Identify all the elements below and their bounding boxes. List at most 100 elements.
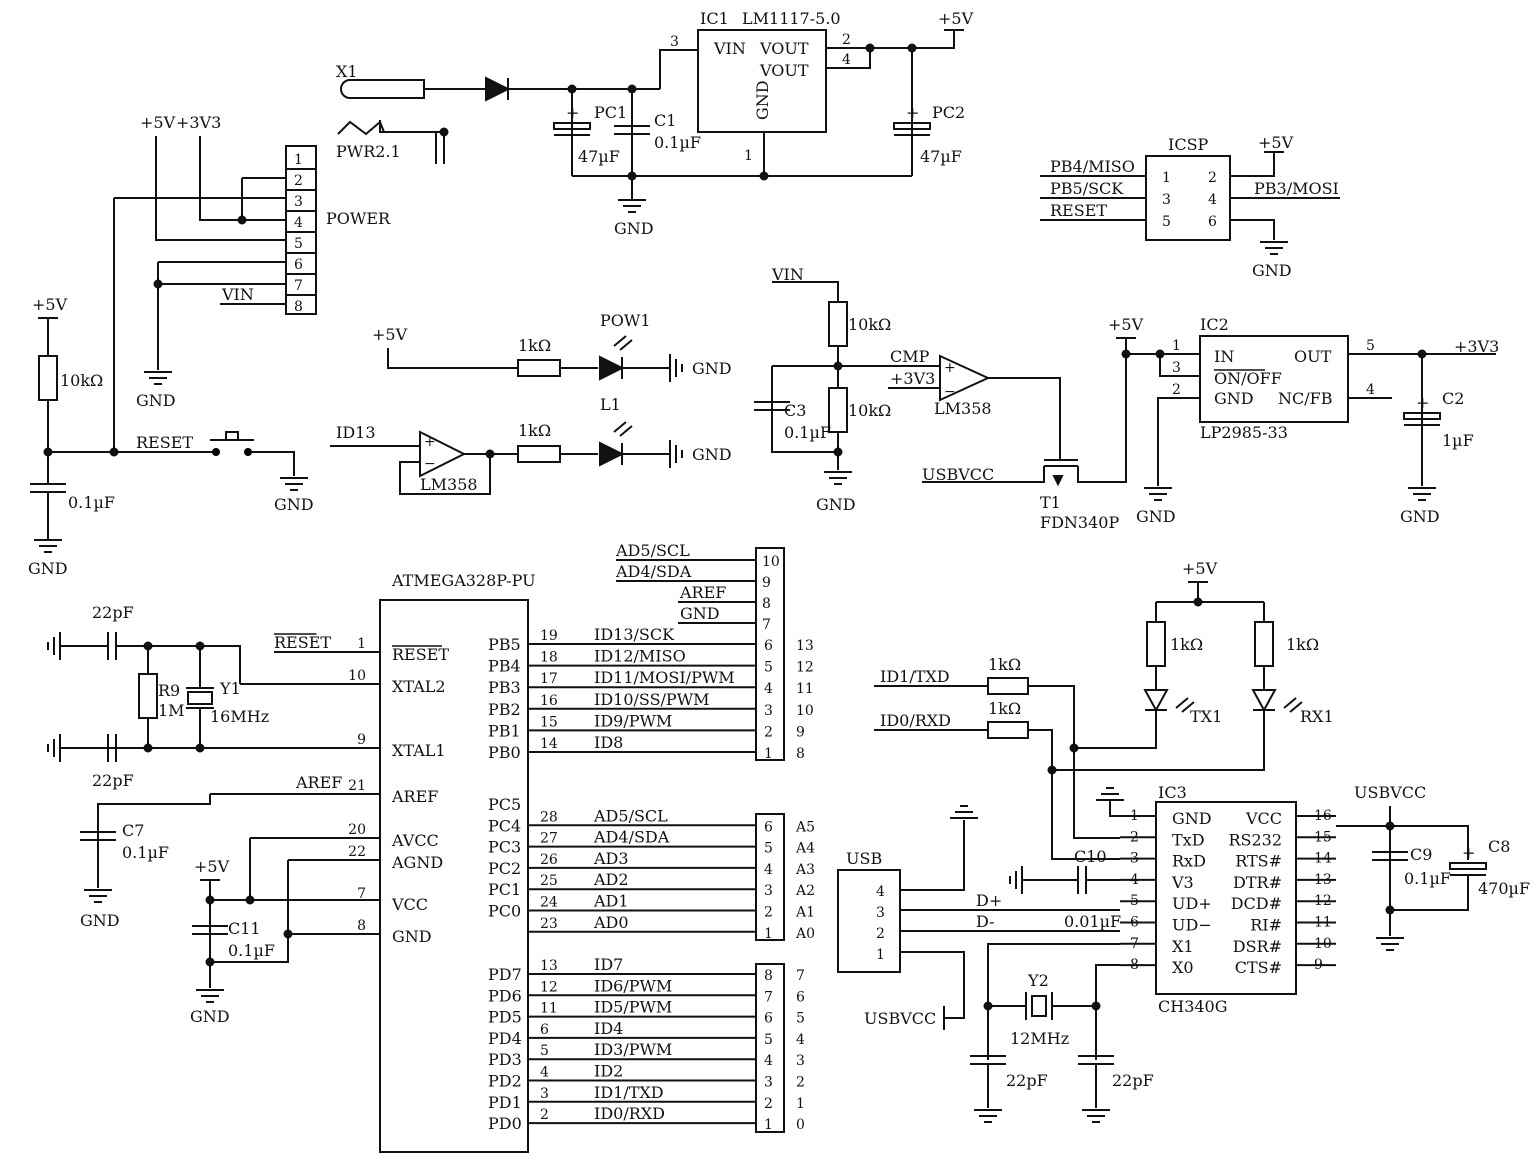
switch-contact — [244, 448, 252, 456]
ground-symbol — [1096, 787, 1124, 801]
header-pin-number: 3 — [294, 194, 303, 210]
label-text: LM358 — [420, 475, 478, 494]
header-pin-number: 6 — [764, 638, 773, 654]
mcu-pin-number: 19 — [540, 628, 558, 644]
arduino-pin-number: 11 — [796, 681, 814, 697]
label-text: D+ — [976, 891, 1002, 910]
mcu-pin-number: 5 — [540, 1043, 549, 1059]
label-text: 47µF — [920, 147, 962, 166]
label-text: C11 — [228, 919, 261, 938]
label-text: LP2985-33 — [1200, 423, 1288, 442]
ground-symbol — [144, 371, 172, 385]
diode-body — [1251, 689, 1277, 713]
arduino-pin-number: 7 — [796, 968, 805, 984]
ch340-pin-number: 3 — [1130, 851, 1139, 867]
label-text: ID1/TXD — [594, 1083, 664, 1102]
header-pin-number: 7 — [294, 278, 303, 294]
label-text: C9 — [1410, 845, 1432, 864]
label-text: 4 — [842, 52, 851, 68]
mcu-pin-number: 23 — [540, 916, 558, 932]
label-text: C1 — [654, 111, 676, 130]
wire — [210, 860, 289, 963]
label-text: VOUT — [759, 61, 809, 80]
ch340-pin-name: CTS# — [1235, 958, 1282, 977]
label-text: GND — [753, 80, 772, 120]
label-text: ID6/PWM — [594, 976, 672, 995]
junction-dot — [439, 127, 449, 137]
label-text: ID4 — [594, 1019, 623, 1038]
led-ray — [619, 339, 633, 351]
label-text: +5V — [32, 295, 68, 314]
opamp-minus: − — [424, 456, 436, 472]
label-text: ID8 — [594, 733, 623, 752]
ch340-pin-name: RxD — [1172, 852, 1206, 871]
header-pin-number: 7 — [764, 989, 773, 1005]
ch340-pin-number: 8 — [1130, 957, 1139, 973]
label-text: C3 — [784, 401, 806, 420]
label-text: VOUT — [759, 39, 809, 58]
label-text: 0.1µF — [784, 423, 831, 442]
label-text: GND — [274, 495, 314, 514]
label-text: 1 — [1172, 338, 1181, 354]
ch340-pin-name: X1 — [1172, 937, 1194, 956]
mcu-pin-number: 25 — [540, 873, 558, 889]
label-text: AREF — [679, 583, 726, 602]
resistor — [828, 387, 848, 433]
label-text: +5V — [372, 325, 408, 344]
label-text: GND — [136, 391, 176, 410]
components — [30, 29, 1487, 1153]
wire — [1336, 825, 1469, 860]
label-text: 22pF — [1006, 1071, 1048, 1090]
label-text: OUT — [1294, 347, 1332, 366]
mcu-pin-number: 14 — [540, 736, 558, 752]
electrolytic-capacitor-plate — [553, 122, 591, 130]
mcu-pin-number: 21 — [348, 778, 366, 794]
mcu-pin-number: 17 — [540, 671, 558, 687]
label-text: PB3/MOSI — [1254, 179, 1339, 198]
mcu-port-name: PD7 — [488, 965, 522, 984]
label-text: AD4/SDA — [593, 828, 670, 847]
arduino-pin-number: A2 — [795, 883, 815, 899]
mcu-pin-number: 2 — [540, 1107, 549, 1123]
label-text: C2 — [1442, 389, 1464, 408]
label-text: 1µF — [1442, 431, 1474, 450]
mcu-pin-number: 6 — [540, 1022, 549, 1038]
label-text: RESET — [274, 633, 331, 652]
ch340-pin-number: 6 — [1130, 915, 1139, 931]
junction-dot — [245, 895, 255, 905]
header-pin-number: 2 — [764, 1096, 773, 1112]
ground-symbol — [47, 632, 61, 660]
usb-pin-number: 2 — [876, 926, 885, 942]
opamp-plus: + — [944, 360, 956, 376]
mcu-port-name: PC1 — [488, 880, 521, 899]
label-text: IC1 — [700, 9, 729, 28]
electrolytic-capacitor-plate — [1403, 412, 1441, 420]
header-pin-number: 8 — [762, 596, 771, 612]
label-text: 4 — [1366, 382, 1375, 398]
label-text: ID13/SCK — [594, 625, 675, 644]
label-text: 0.01µF — [1064, 912, 1121, 931]
junction-dot — [627, 84, 637, 94]
header-pin-number: 5 — [294, 236, 303, 252]
label-text: 3 — [1172, 360, 1181, 376]
junction-dot — [1385, 905, 1395, 915]
resistor — [987, 677, 1029, 695]
label-text: 0.1µF — [228, 941, 275, 960]
label-text: ID1/TXD — [880, 667, 950, 686]
label-text: +5V — [1108, 315, 1144, 334]
ground-symbol — [1408, 487, 1436, 501]
label-text: 1 — [744, 148, 753, 164]
ground-symbol — [1376, 937, 1404, 951]
label-text: RESET — [1050, 201, 1107, 220]
label-text: TX1 — [1190, 707, 1222, 726]
label-text: 2 — [1172, 382, 1181, 398]
label-text: ATMEGA328P-PU — [391, 571, 536, 590]
crystal-body — [187, 691, 213, 705]
label-text: LM1117-5.0 — [742, 9, 841, 28]
ch340-pin-number: 14 — [1314, 851, 1332, 867]
wire — [1159, 354, 1200, 377]
label-text: C7 — [122, 821, 144, 840]
label-text: VIN — [713, 39, 746, 58]
junction-dot — [205, 957, 215, 967]
